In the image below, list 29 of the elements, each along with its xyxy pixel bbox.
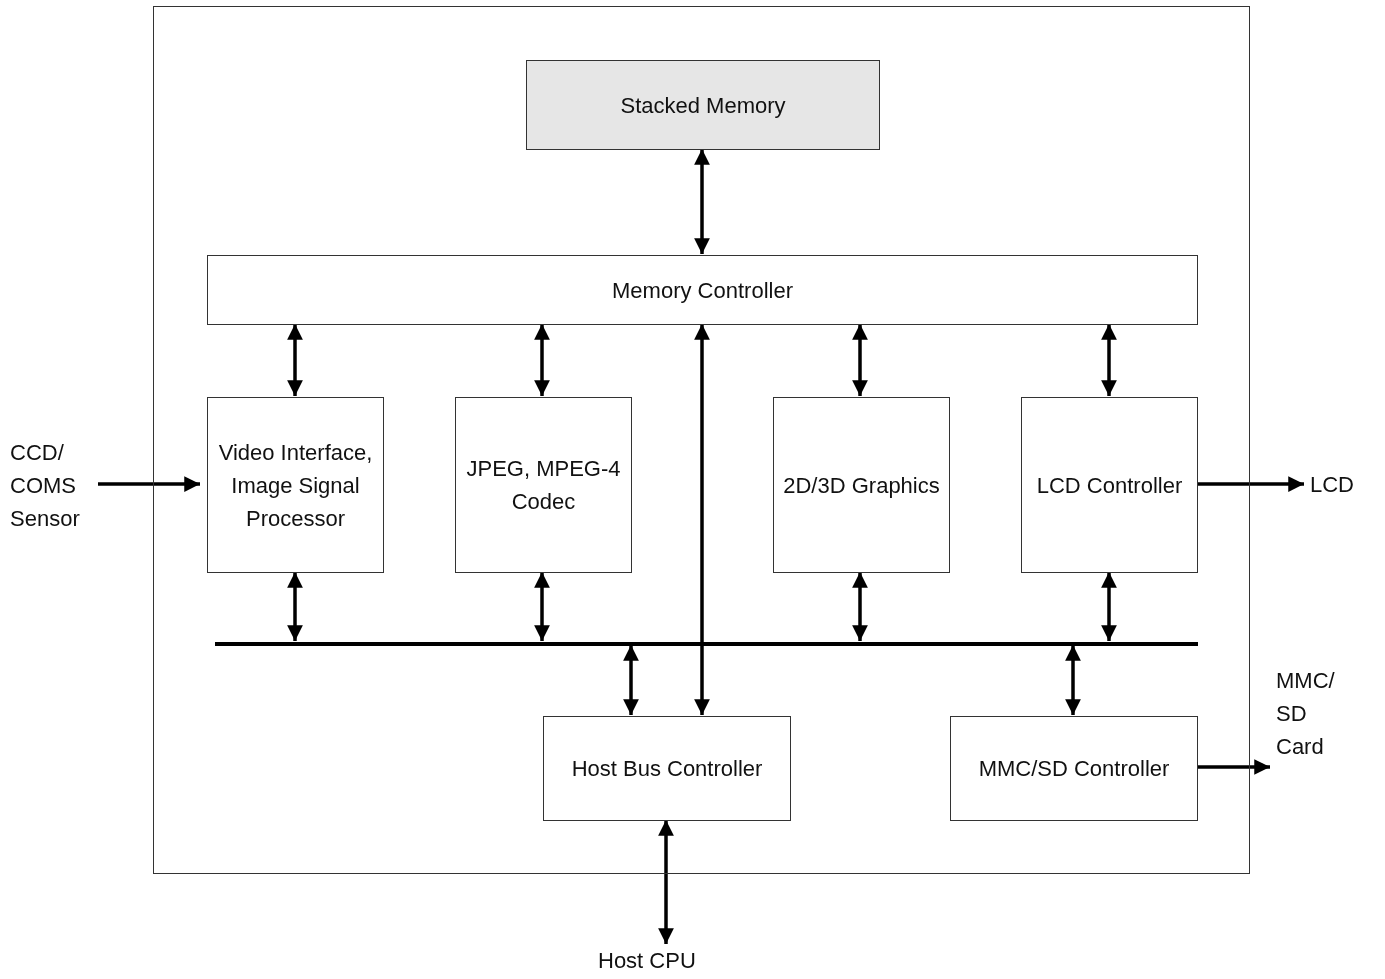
function-block: Video Interface, Image Signal Processor: [207, 397, 384, 573]
arrow: [534, 324, 550, 396]
arrow: [852, 572, 868, 641]
function-block: Host Bus Controller: [543, 716, 791, 821]
arrow: [534, 572, 550, 641]
arrow: [1101, 324, 1117, 396]
function-block: LCD Controller: [1021, 397, 1198, 573]
arrow: [287, 572, 303, 641]
chip-outline: [153, 6, 1250, 874]
function-block: JPEG, MPEG-4 Codec: [455, 397, 632, 573]
signal-label: MMC/ SD Card: [1276, 664, 1348, 764]
arrow: [852, 324, 868, 396]
arrow: [694, 149, 710, 254]
arrow: [98, 476, 200, 492]
signal-label: LCD: [1310, 468, 1370, 501]
function-block: Stacked Memory: [526, 60, 880, 150]
arrow: [623, 645, 639, 715]
arrow: [658, 820, 674, 944]
arrow: [1065, 645, 1081, 715]
function-block: 2D/3D Graphics: [773, 397, 950, 573]
arrow: [1197, 476, 1304, 492]
signal-label: CCD/ COMS Sensor: [10, 436, 98, 536]
arrow: [1197, 759, 1270, 775]
function-block: MMC/SD Controller: [950, 716, 1198, 821]
function-block: Memory Controller: [207, 255, 1198, 325]
signal-label: Host CPU: [598, 944, 738, 977]
arrow: [1101, 572, 1117, 641]
arrow: [287, 324, 303, 396]
arrow: [694, 324, 710, 715]
